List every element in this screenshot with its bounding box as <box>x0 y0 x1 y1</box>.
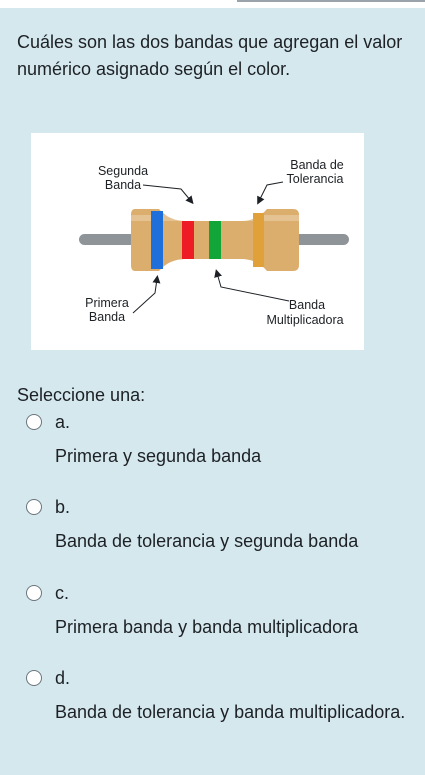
label-tolerancia-2: Tolerancia <box>287 172 344 186</box>
option-letter: c. <box>55 583 70 603</box>
radio-d[interactable] <box>26 670 42 686</box>
resistor-diagram: Segunda Banda Banda de Tolerancia Primer… <box>31 133 364 350</box>
arrow-multiplicadora <box>214 269 290 302</box>
answer-prompt: Seleccione una: <box>17 385 146 405</box>
label-segunda-1: Segunda <box>98 164 148 178</box>
option-letter: d. <box>55 668 71 688</box>
body-highlight <box>131 215 299 221</box>
label-multiplicadora-2: Multiplicadora <box>266 313 343 327</box>
band-multiplier <box>209 221 221 259</box>
label-multiplicadora-1: Banda <box>289 298 325 312</box>
band-second <box>182 221 194 259</box>
arrow-primera <box>132 275 161 314</box>
arrow-segunda <box>142 184 194 205</box>
label-primera-2: Banda <box>89 310 125 324</box>
radio-a[interactable] <box>26 414 42 430</box>
radio-c[interactable] <box>26 585 42 601</box>
option-text[interactable]: Banda de tolerancia y segunda banda <box>55 531 359 551</box>
band-tolerance <box>253 213 264 267</box>
radio-b[interactable] <box>26 499 42 515</box>
question-text: Cuáles son las dos bandas que agregan el… <box>17 32 403 79</box>
option-text[interactable]: Primera y segunda banda <box>55 446 262 466</box>
label-primera-1: Primera <box>85 296 129 310</box>
top-divider <box>237 0 425 2</box>
option-letter: a. <box>55 412 71 432</box>
label-tolerancia-1: Banda de <box>290 158 344 172</box>
option-text[interactable]: Primera banda y banda multiplicadora <box>55 617 359 637</box>
option-letter: b. <box>55 497 71 517</box>
band-first <box>151 211 163 269</box>
question-card: Cuáles son las dos bandas que agregan el… <box>0 8 425 775</box>
label-segunda-2: Banda <box>105 178 141 192</box>
option-text[interactable]: Banda de tolerancia y banda multiplicado… <box>55 702 406 722</box>
arrow-tolerancia <box>257 181 284 205</box>
